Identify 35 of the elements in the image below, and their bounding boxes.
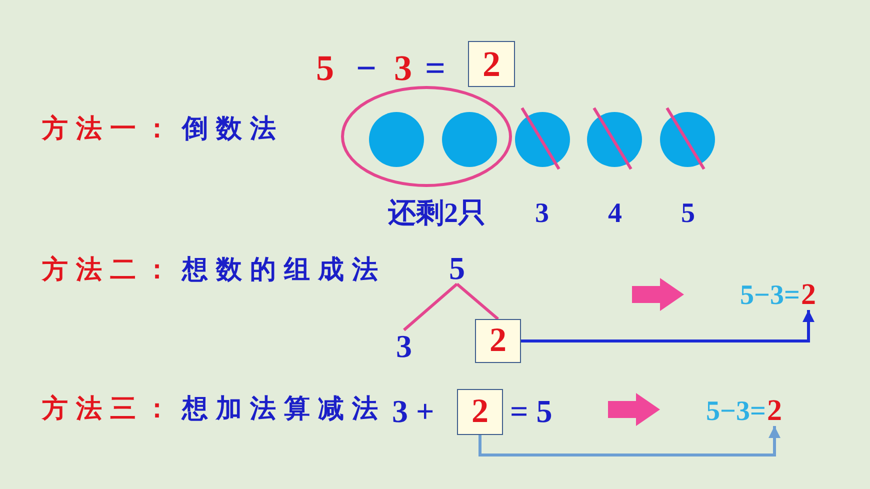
method-name: 想数的组成法	[182, 257, 386, 283]
counter-dot	[660, 112, 714, 166]
answer-digit: 2	[801, 280, 816, 310]
answer-box: 2	[475, 319, 521, 363]
method-name: 倒数法	[182, 116, 284, 142]
arrow	[478, 426, 780, 456]
equation-text: 3 +	[392, 395, 434, 427]
method-label: 方法一：	[42, 116, 178, 142]
count-label: 还剩2只	[388, 200, 486, 228]
minus-sign: −	[356, 50, 377, 86]
count-label: 3	[535, 200, 549, 228]
number-text: 5	[316, 50, 334, 86]
method-name: 想加法算减法	[182, 396, 386, 422]
answer-digit: 2	[767, 396, 782, 426]
counter-dot	[442, 112, 496, 166]
number-text: 3	[394, 50, 412, 86]
equation-text: 5−3=	[740, 282, 800, 310]
equals-sign: =	[425, 50, 446, 86]
count-label: 5	[681, 200, 695, 228]
grouping-ellipse	[341, 86, 512, 187]
answer-box: 2	[457, 389, 503, 435]
counter-dot	[586, 112, 642, 166]
equation-text: 5−3=	[706, 398, 766, 426]
method-label: 方法二：	[42, 257, 178, 283]
connector-line	[456, 282, 499, 320]
counter-dot	[368, 112, 424, 166]
count-label: 4	[608, 200, 622, 228]
counter-dot	[514, 112, 570, 166]
method-label: 方法三：	[42, 396, 178, 422]
answer-box: 2	[468, 41, 515, 87]
number-text: 3	[396, 330, 412, 362]
arrow	[521, 310, 814, 342]
number-text: 5	[449, 252, 465, 284]
connector-line	[403, 282, 458, 332]
equation-text: = 5	[510, 395, 552, 427]
